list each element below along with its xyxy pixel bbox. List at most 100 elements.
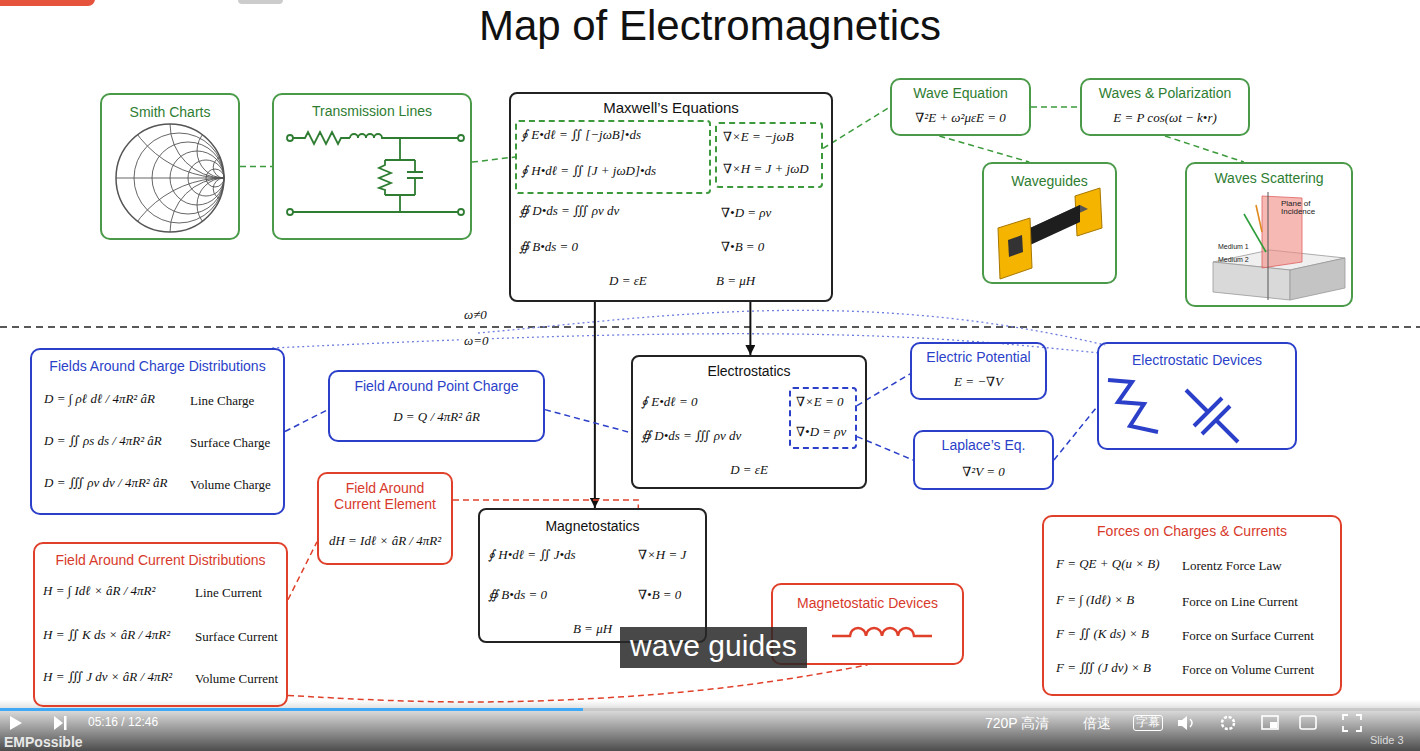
electrostatic-device-symbols [1108,380,1158,432]
scattering-illustration [1213,192,1345,300]
equation: ∮ H•dℓ = ∬ [J + jωD]•ds [521,164,656,179]
circuit-symbol [385,160,423,212]
waveguide-illustration [1008,235,1023,257]
polarization-box: Waves & PolarizationE = P cos(ωt − k•r) [1080,78,1250,136]
player-badge [0,0,95,6]
circuit-symbol [287,209,293,215]
box-title: Transmission Lines [312,103,432,119]
equation: ∯ B•ds = 0 [488,588,547,603]
equation: ∇•B = 0 [638,588,681,603]
current-element-box: Field Around Current ElementdH = Idℓ × â… [317,472,453,565]
player-icons [1222,717,1234,729]
dashed-connector [1165,136,1244,162]
box-title: Forces on Charges & Currents [1097,523,1287,539]
transmission-line-box: Transmission Lines [272,93,472,240]
slide-number: Slide 3 [1370,734,1404,747]
quality-button: 720P 高清 [985,715,1049,731]
equation: ∇×H = J + jωD [723,162,809,177]
smith-chart-box: Smith Charts [100,93,240,240]
box-title: Magnetostatic Devices [797,595,938,611]
circuit-symbol [293,211,458,213]
smith-chart-symbol [116,0,332,394]
player-icons [1190,719,1192,727]
arrow-connector [749,302,751,355]
channel-logo: EMPossible [4,734,83,750]
dashed-connector [285,410,328,432]
equation: F = ∬ (K ds) × B [1056,627,1149,642]
frequency-label: ω≠0 [462,308,489,323]
box-title: Fields Around Charge Distributions [49,358,265,374]
player-icons [10,715,1361,731]
dashed-connector [240,166,272,168]
dashed-connector [939,136,1029,162]
equation: D = ∫ ρℓ dℓ / 4πR² âR [44,392,155,407]
box-title: Electric Potential [926,349,1030,365]
box-title: Maxwell’s Equations [603,99,739,116]
figure-label: Medium 2 [1218,256,1249,264]
smith-chart-symbol [170,178,278,286]
electric-potential-box: Electric PotentialE = −∇V [910,342,1047,400]
equation-name: Volume Charge [190,478,271,493]
box-title: Wave Equation [913,85,1007,101]
progress-track [0,708,1420,711]
frequency-label: ω=0 [462,334,490,349]
dashed-connector [453,500,638,508]
smith-chart-symbol [213,178,235,200]
equation: D = Q / 4πR² âR [393,410,480,425]
circuit-symbol [293,132,350,144]
player-icons [10,716,22,730]
equation: H = ∭ J dv × âR / 4πR² [43,670,172,685]
progress-fill [0,708,583,711]
equation: D = εE [730,463,768,478]
box-title: Laplace’s Eq. [942,437,1026,453]
equation: ∮ E•dℓ = 0 [641,395,697,410]
equation: ∇×H = J [638,548,686,563]
slide-title: Map of Electromagnetics [0,2,1420,50]
dashed-connector [545,410,631,433]
box-title: Field Around Current Distributions [55,552,265,568]
equation: B = μH [716,274,755,289]
box-title: Smith Charts [130,104,211,120]
box-title: Waves Scattering [1214,170,1323,186]
point-charge-box: Field Around Point Charge D = Q / 4πR² âR [328,370,545,442]
box-title: Magnetostatics [545,518,639,534]
equation-name: Force on Volume Current [1182,663,1314,678]
forces-box: Forces on Charges & CurrentsF = QE + Q(u… [1042,515,1342,696]
circuit-symbol [379,138,415,195]
electrostatic-curl-group: ∇×E = 0∇•D = ρv [789,387,857,449]
equation: ∇•B = 0 [721,240,764,255]
integral-curl-group: ∮ E•dℓ = ∬ [−jωB]•ds∮ H•dℓ = ∬ [J + jωD]… [515,120,711,194]
smith-chart-symbol [170,70,278,178]
player-icons [1300,716,1316,729]
smith-chart-symbol [213,156,235,178]
dashed-connector [857,374,910,406]
smith-chart-symbol [116,0,332,178]
dashed-connector [1054,407,1097,460]
scattering-illustration [1268,192,1269,300]
laplace-box: Laplace’s Eq.∇²V = 0 [913,430,1054,490]
equation-name: Lorentz Force Law [1182,559,1282,574]
maxwell-box: Maxwell’s Equations∯ D•ds = ∭ ρv dv∇•D =… [509,92,833,302]
equation: ∯ D•ds = ∭ ρv dv [519,204,619,219]
connector-group [240,107,1244,702]
waveguide-illustration [998,188,1102,279]
arrow-connector [594,302,596,508]
current-distribution-box: Field Around Current DistributionsH = ∫ … [33,542,288,707]
equation: D = ∬ ρs ds / 4πR² âR [44,434,162,449]
box-title: Field Around Point Charge [354,378,518,394]
scattering-illustration [1213,262,1290,300]
equation: ∇•D = ρv [796,425,846,440]
equation: ∯ D•ds = ∭ ρv dv [641,429,741,444]
magnetostatics-box: Magnetostatics∮ H•dℓ = ∬ J•ds∇×H = J∯ B•… [478,508,707,643]
wave-equation-box: Wave Equation∇²E + ω²μεE = 0 [890,78,1031,136]
equation-name: Volume Current [195,672,278,687]
smith-chart-symbol [116,124,224,232]
equation: H = ∬ K ds × âR / 4πR² [43,628,170,643]
equation: E = P cos(ωt − k•r) [1113,111,1217,126]
player-icons [1178,716,1187,730]
smith-chart-symbol [197,124,251,178]
inductor-symbol [832,628,932,636]
equation-name: Surface Charge [190,436,270,451]
circuit-symbol [350,134,458,138]
equation: D = εE [609,274,647,289]
